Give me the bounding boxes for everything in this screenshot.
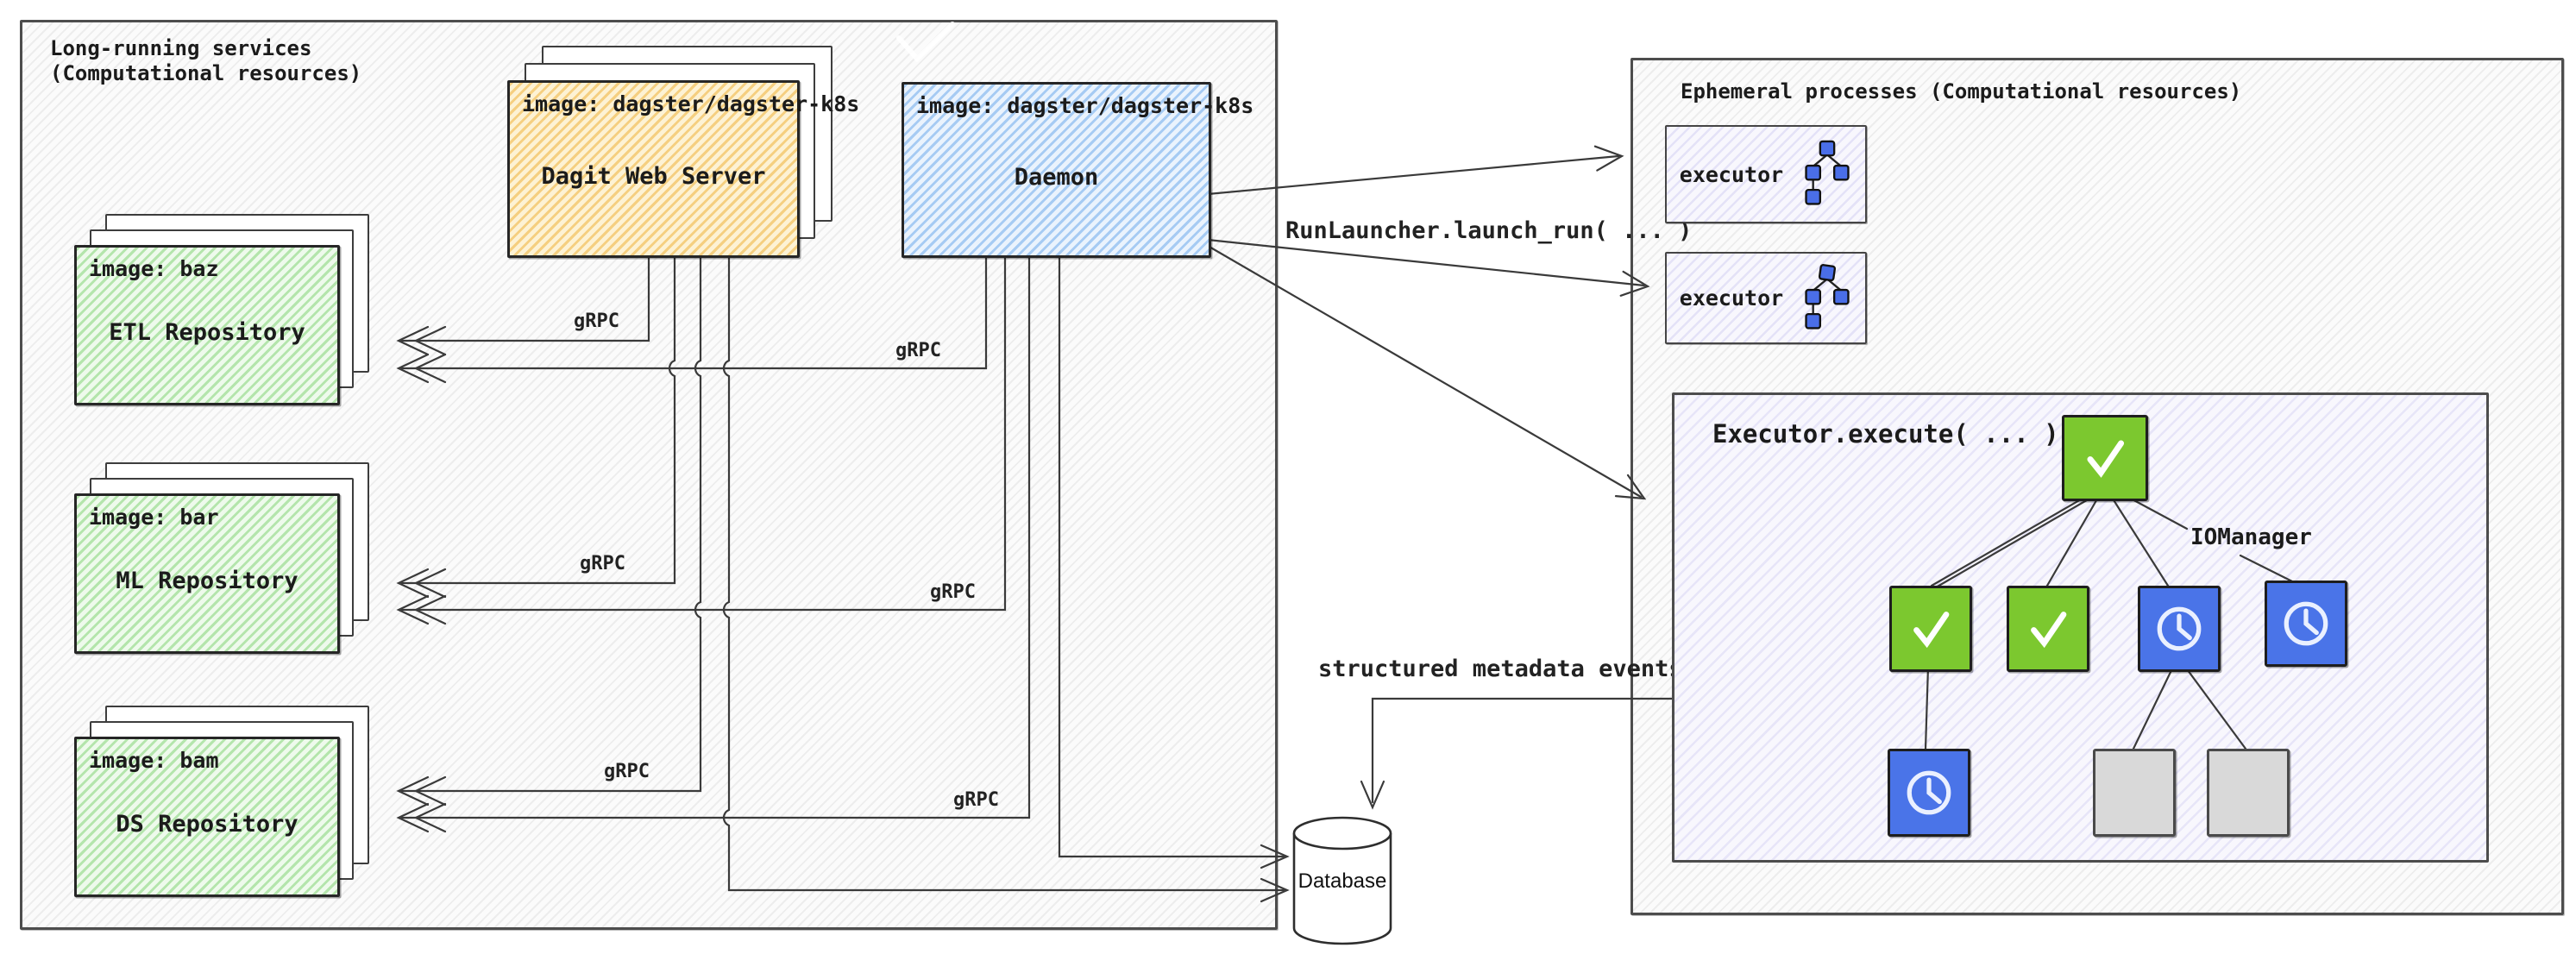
grpc-label-dagit-ml: gRPC <box>580 553 625 574</box>
etl-repo-stack: image: baz ETL Repository <box>74 214 369 405</box>
grpc-line-daemon-ds <box>400 253 1031 819</box>
arrowhead-etl-lower <box>396 353 447 384</box>
executor-execute-title: Executor.execute( ... ) <box>1712 419 2059 449</box>
check-icon <box>2087 440 2125 478</box>
ds-name: DS Repository <box>116 811 298 838</box>
ds-repository-box: image: bam DS Repository <box>74 737 340 897</box>
ml-image-label: image: bar <box>89 505 219 530</box>
grpc-line-daemon-etl <box>400 253 988 370</box>
arrowhead-ml-upper <box>396 568 447 599</box>
dagit-image-label: image: dagster/dagster-k8s <box>522 91 860 116</box>
arrow-daemon-executor-3 <box>1206 244 1643 499</box>
clock-icon <box>2157 606 2202 651</box>
arrowhead-ml-lower <box>396 594 447 625</box>
left-panel-title-line1: Long-running services <box>50 36 312 60</box>
step-node-root-success <box>2062 415 2148 501</box>
executor-box-2: executor <box>1665 252 1867 344</box>
ml-repo-stack: image: bar ML Repository <box>74 462 369 654</box>
arrow-daemon-executor-2 <box>1206 238 1646 287</box>
check-icon <box>2031 612 2067 649</box>
dagit-stack: image: dagster/dagster-k8s Dagit Web Ser… <box>507 46 859 258</box>
clock-icon <box>1907 770 1951 815</box>
executor-1-label: executor <box>1679 161 1784 187</box>
executor-2-label: executor <box>1679 286 1784 311</box>
grpc-line-dagit-etl <box>400 249 650 342</box>
arrowhead-etl-upper <box>396 325 447 356</box>
arrowhead-executor-3 <box>1614 474 1647 500</box>
daemon-name: Daemon <box>1014 164 1099 191</box>
dagit-web-server-box: image: dagster/dagster-k8s Dagit Web Ser… <box>507 80 859 258</box>
arrowhead-executor-2 <box>1619 270 1650 297</box>
step-node-l2-success-1 <box>1889 586 1972 672</box>
check-icon <box>1913 612 1950 649</box>
grpc-label-daemon-ml: gRPC <box>930 581 976 603</box>
grpc-line-dagit-ml <box>400 249 676 585</box>
arrowhead-daemon-database <box>1260 844 1290 869</box>
sketch-check-watermark <box>896 22 955 63</box>
step-node-l3-idle-2 <box>2207 749 2290 837</box>
grpc-label-dagit-etl: gRPC <box>574 311 619 332</box>
etl-image-label: image: baz <box>89 256 219 281</box>
dagit-name: Dagit Web Server <box>541 163 766 191</box>
grpc-label-daemon-etl: gRPC <box>895 340 941 361</box>
ds-repo-stack: image: bam DS Repository <box>74 706 369 897</box>
arrowhead-ds-lower <box>396 802 447 833</box>
database-label: Database <box>1297 869 1387 893</box>
arrowhead-structured-metadata <box>1360 780 1385 810</box>
ml-name: ML Repository <box>116 568 298 595</box>
ml-repository-box: image: bar ML Repository <box>74 493 340 654</box>
daemon-box: image: dagster/dagster-k8s Daemon <box>902 82 1253 258</box>
etl-repository-box: image: baz ETL Repository <box>74 245 340 405</box>
arrow-daemon-executor-1 <box>1206 154 1620 196</box>
grpc-line-daemon-ml <box>400 253 1007 612</box>
execution-tree-edges <box>1924 490 2303 750</box>
line-daemon-database <box>1058 253 1285 858</box>
dag-icon <box>1805 140 1850 205</box>
run-launcher-label: RunLauncher.launch_run( ... ) <box>1285 217 1693 244</box>
executor-execute-block: Executor.execute( ... ) IOManager <box>1672 392 2489 863</box>
database-cylinder <box>1292 816 1392 945</box>
structured-metadata-label: structured metadata events <box>1318 656 1683 682</box>
clock-icon <box>2284 601 2328 646</box>
arrowhead-dagit-database <box>1260 877 1290 903</box>
step-node-l2-clock-2 <box>2265 581 2347 667</box>
grpc-label-dagit-ds: gRPC <box>604 761 650 782</box>
arrowhead-ds-upper <box>396 775 447 807</box>
line-structured-metadata <box>1371 697 1674 804</box>
left-panel-title: Long-running services(Computational reso… <box>50 36 361 86</box>
left-panel-title-line2: (Computational resources) <box>50 61 362 85</box>
line-dagit-database <box>722 249 1285 892</box>
daemon-image-label: image: dagster/dagster-k8s <box>916 93 1254 118</box>
arrowhead-executor-1 <box>1593 145 1624 172</box>
executor-box-1: executor <box>1665 125 1867 223</box>
ds-image-label: image: bam <box>89 748 219 773</box>
right-panel-title: Ephemeral processes (Computational resou… <box>1681 79 2242 104</box>
step-node-l2-clock-1 <box>2138 586 2221 672</box>
grpc-line-dagit-ds <box>400 249 702 793</box>
io-manager-label: IOManager <box>2190 524 2312 550</box>
etl-name: ETL Repository <box>109 319 305 347</box>
step-node-l3-clock <box>1888 749 1970 837</box>
step-node-l3-idle-1 <box>2093 749 2176 837</box>
dag-icon <box>1805 263 1850 330</box>
step-node-l2-success-2 <box>2007 586 2089 672</box>
grpc-label-daemon-ds: gRPC <box>953 789 999 811</box>
